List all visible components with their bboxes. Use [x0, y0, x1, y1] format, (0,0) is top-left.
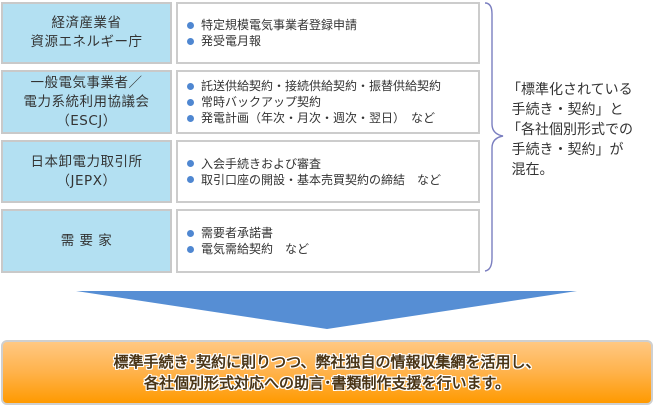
banner-line: 標準手続き･契約に則りつつ、弊社独自の情報収集網を活用し、	[113, 352, 541, 371]
org-label-line: 資源エネルギー庁	[30, 34, 143, 50]
note-line: 「各社個別形式での	[507, 122, 633, 138]
org-box-meti: 経済産業省 資源エネルギー庁	[1, 2, 172, 64]
procedure-list-meti: 特定規模電気事業者登録申請 発受電月報	[176, 2, 480, 64]
summary-note: 「標準化されている 手続き・契約」と 「各社個別形式での 手続き・契約」が 混在…	[507, 80, 654, 180]
list-item-text: 発電計画（年次・月次・週次・翌日） など	[201, 111, 436, 125]
list-item: 入会手続きおよび審査	[187, 156, 478, 172]
down-arrow-icon	[76, 291, 577, 329]
list-item: 特定規模電気事業者登録申請	[187, 17, 478, 33]
procedure-list-jepx: 入会手続きおよび審査 取引口座の開設・基本売買契約の締結 など	[176, 140, 480, 203]
list-item: 需要者承諾書	[187, 225, 478, 241]
list-item-text: 電気需給契約 など	[201, 242, 310, 256]
bullet-icon	[187, 82, 194, 90]
bullet-icon	[187, 98, 194, 106]
list-item-text: 発受電月報	[201, 34, 262, 48]
org-label-line: 経済産業省	[51, 15, 122, 31]
note-line: 混在。	[507, 162, 554, 178]
bullet-icon	[187, 229, 194, 237]
list-item-text: 常時バックアップ契約	[201, 95, 322, 109]
list-item-text: 託送供給契約・接続供給契約・振替供給契約	[201, 79, 442, 93]
bullet-icon	[187, 160, 194, 167]
list-item: 電気需給契約 など	[187, 241, 478, 257]
list-item-text: 特定規模電気事業者登録申請	[201, 18, 358, 32]
list-item: 常時バックアップ契約	[187, 94, 478, 110]
banner-line: 各社個別形式対応への助言･書類制作支援を行います。	[143, 373, 510, 392]
org-box-escj: 一般電気事業者／ 電力系統利用協議会 （ESCJ）	[1, 70, 172, 134]
list-item: 託送供給契約・接続供給契約・振替供給契約	[187, 78, 478, 94]
org-label-line: 一般電気事業者／	[30, 74, 143, 91]
list-item: 発電計画（年次・月次・週次・翌日） など	[187, 110, 478, 126]
bullet-icon	[187, 21, 194, 29]
org-label-line: 電力系統利用協議会	[23, 93, 150, 110]
bullet-icon	[187, 37, 194, 45]
org-label-line: （ESCJ）	[56, 112, 117, 129]
list-item-text: 需要者承諾書	[201, 226, 274, 240]
list-item-text: 取引口座の開設・基本売買契約の締結 など	[201, 172, 442, 187]
list-item-text: 入会手続きおよび審査	[201, 156, 322, 171]
list-item: 取引口座の開設・基本売買契約の締結 など	[187, 172, 478, 188]
bullet-icon	[187, 176, 194, 183]
bullet-icon	[187, 245, 194, 253]
org-label-line: （JEPX）	[56, 172, 117, 189]
list-item: 発受電月報	[187, 33, 478, 49]
note-line: 手続き・契約」と	[507, 102, 624, 118]
org-box-jepx: 日本卸電力取引所 （JEPX）	[1, 140, 172, 203]
procedure-list-consumer: 需要者承諾書 電気需給契約 など	[176, 209, 480, 273]
note-line: 手続き・契約」が	[507, 142, 624, 158]
bullet-icon	[187, 114, 194, 122]
note-line: 「標準化されている	[507, 82, 633, 98]
org-box-consumer: 需 要 家	[1, 209, 172, 273]
org-label-line: 需 要 家	[60, 232, 113, 249]
org-label-line: 日本卸電力取引所	[30, 153, 143, 170]
procedure-list-escj: 託送供給契約・接続供給契約・振替供給契約 常時バックアップ契約 発電計画（年次・…	[176, 70, 480, 134]
curly-brace-icon	[484, 2, 504, 272]
service-banner: 標準手続き･契約に則りつつ、弊社独自の情報収集網を活用し、 各社個別形式対応への…	[1, 340, 653, 405]
